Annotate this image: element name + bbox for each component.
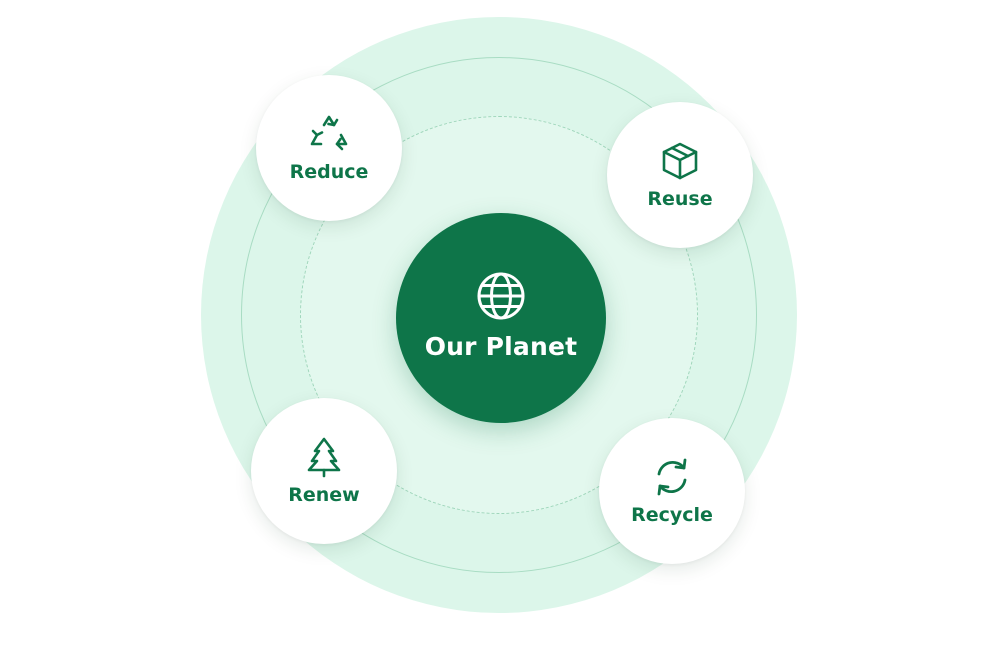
center-hub: Our Planet <box>396 213 606 423</box>
refresh-arrows-icon <box>657 458 687 496</box>
node-reduce: Reduce <box>256 75 402 221</box>
node-label: Reuse <box>647 188 713 210</box>
node-label: Reduce <box>289 161 369 183</box>
node-recycle: Recycle <box>599 418 745 564</box>
orbit-ring <box>241 57 757 573</box>
globe-icon <box>477 272 525 319</box>
center-label: Our Planet <box>424 331 578 361</box>
recycle-triangle-icon <box>310 115 348 151</box>
node-label: Recycle <box>631 504 713 526</box>
node-reuse: Reuse <box>607 102 753 248</box>
tree-icon <box>307 437 341 478</box>
node-label: Renew <box>288 484 360 506</box>
node-renew: Renew <box>251 398 397 544</box>
box-icon <box>662 142 698 180</box>
